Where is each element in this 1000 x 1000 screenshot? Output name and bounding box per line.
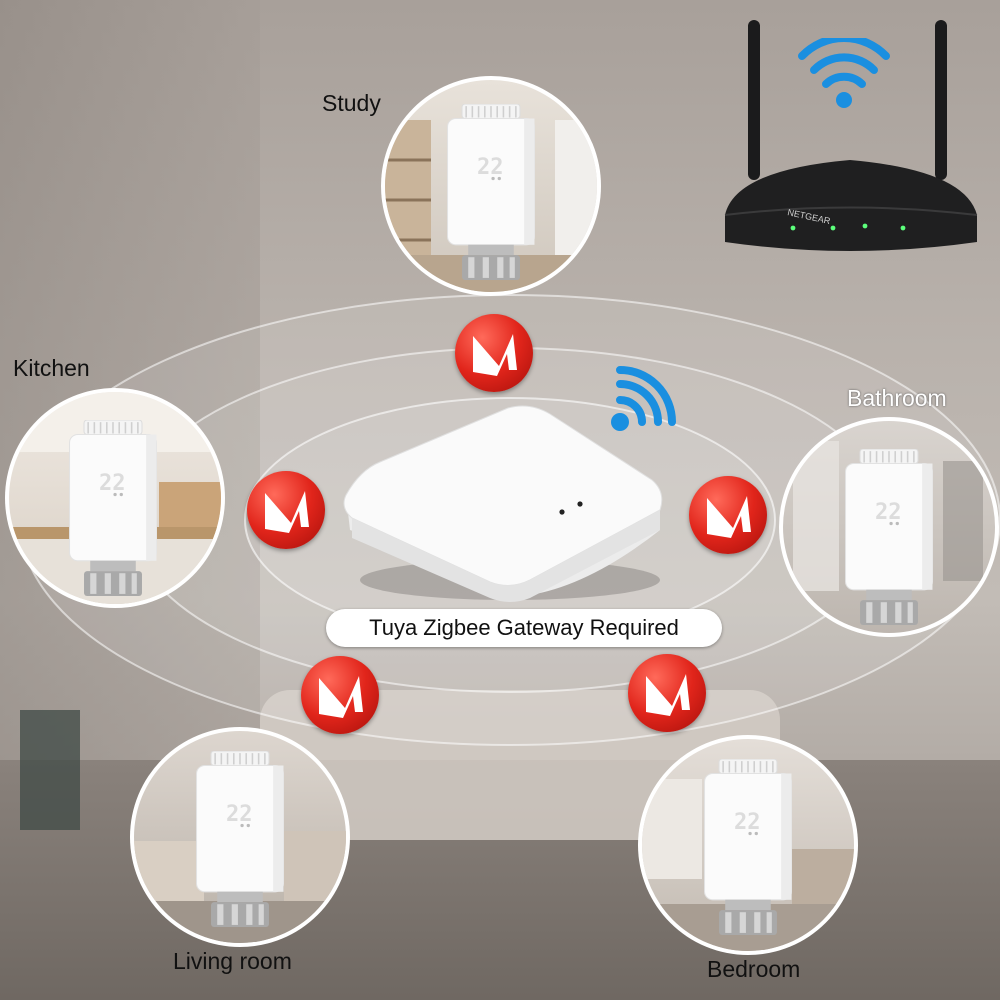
thermostat-display: 22 bbox=[226, 802, 253, 827]
room-label-study: Study bbox=[322, 90, 381, 116]
room-circle-study: 22 bbox=[381, 76, 601, 296]
room-circle-kitchen: 22 bbox=[5, 388, 225, 608]
room-label-bedroom: Bedroom bbox=[707, 956, 801, 982]
zigbee-logo-icon bbox=[247, 471, 325, 549]
zigbee-logo-icon bbox=[628, 654, 706, 732]
room-circle-bedroom: 22 bbox=[638, 735, 858, 955]
wifi-icon bbox=[796, 34, 892, 110]
room-label-kitchen: Kitchen bbox=[13, 355, 90, 381]
thermostat-display: 22 bbox=[875, 500, 902, 525]
router-image: NETGEAR bbox=[715, 20, 985, 265]
room-label-bathroom: Bathroom bbox=[847, 385, 947, 411]
zigbee-logo-icon bbox=[689, 476, 767, 554]
background-lamp bbox=[20, 710, 80, 830]
gateway-required-label: Tuya Zigbee Gateway Required bbox=[326, 609, 722, 647]
gateway-hub-image bbox=[340, 400, 670, 605]
thermostat-display: 22 bbox=[734, 810, 761, 835]
thermostat-display: 22 bbox=[477, 155, 504, 180]
thermostat-display: 22 bbox=[99, 471, 126, 496]
room-circle-bathroom: 22 bbox=[779, 417, 999, 637]
room-circle-living-room: 22 bbox=[130, 727, 350, 947]
zigbee-logo-icon bbox=[301, 656, 379, 734]
wifi-icon bbox=[604, 366, 688, 436]
room-label-living-room: Living room bbox=[173, 948, 292, 974]
zigbee-logo-icon bbox=[455, 314, 533, 392]
